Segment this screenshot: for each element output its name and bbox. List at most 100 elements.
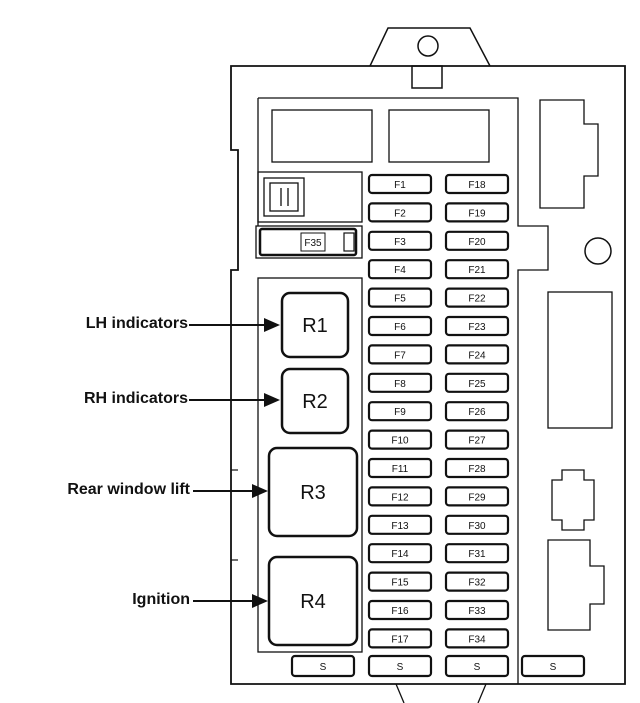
fuse-f10 <box>367 429 433 450</box>
fuse-f34 <box>444 628 510 649</box>
fuse-label: F20 <box>468 237 486 248</box>
fuse-label: F26 <box>468 407 486 418</box>
fuse-f17 <box>367 628 433 649</box>
fuse-label: F34 <box>468 634 486 645</box>
fuse-f27 <box>444 429 510 450</box>
fuse-label: F1 <box>394 180 406 191</box>
fuse-f35 <box>258 227 358 257</box>
fuse-label: F15 <box>391 578 409 589</box>
fuse-label: F8 <box>394 379 406 390</box>
fuse-label: F30 <box>468 521 486 532</box>
fuse-f32 <box>444 571 510 592</box>
relay-label: R4 <box>300 591 326 613</box>
relay-label: R2 <box>302 391 328 413</box>
fuse-f6 <box>367 315 433 337</box>
fuse-f26 <box>444 401 510 422</box>
spare-fuse <box>290 654 356 678</box>
spare-fuse-label: S <box>550 662 557 673</box>
fuse-label: F27 <box>468 436 486 447</box>
relay-panel <box>257 277 363 653</box>
fuse-f23 <box>444 315 510 337</box>
fuse-f16 <box>367 599 433 621</box>
fuse-f22 <box>444 287 510 308</box>
relay-r3 <box>267 446 359 538</box>
fuse-f21 <box>444 259 510 280</box>
upper-slot-left <box>271 109 373 163</box>
inner-panel <box>258 97 549 684</box>
spare-fuse <box>444 654 510 678</box>
fuse-label: F29 <box>468 492 486 503</box>
diode <box>269 182 299 212</box>
fuse-f11 <box>367 457 433 479</box>
fuse-f35-label: F35 <box>304 238 322 249</box>
fuse-f30 <box>444 514 510 535</box>
callout-arrows <box>189 318 280 608</box>
mounting-tab <box>369 27 491 67</box>
tab-latch <box>411 65 443 89</box>
fuse-label: F5 <box>394 294 406 305</box>
spare-fuse <box>520 654 586 678</box>
fuse-f13 <box>367 514 433 535</box>
fuse-f1 <box>367 173 433 195</box>
fuse-label: F28 <box>468 464 486 475</box>
callout-ignition: Ignition <box>132 591 190 608</box>
fuse-f14 <box>367 543 433 564</box>
fuse-f7 <box>367 344 433 365</box>
fuse-label: F23 <box>468 322 486 333</box>
fuse-f31 <box>444 543 510 564</box>
fuse-label: F21 <box>468 265 486 276</box>
spare-fuse-label: S <box>320 662 327 673</box>
mounting-hole <box>417 35 439 57</box>
fuse-label: F17 <box>391 634 409 645</box>
fuse-label: F10 <box>391 436 409 447</box>
mounting-hole-right <box>584 237 612 265</box>
connector-bottom-right <box>547 539 605 631</box>
relay-r4 <box>267 555 359 647</box>
callout-lh-indicators: LH indicators <box>85 315 188 332</box>
relay-r2 <box>280 367 350 435</box>
fuse-label: F14 <box>391 549 409 560</box>
spare-fuse-label: S <box>397 662 404 673</box>
relay-label: R3 <box>300 482 326 504</box>
fuse-label: F12 <box>391 492 409 503</box>
fuse-label: F2 <box>394 208 406 219</box>
fuse-grid: F1F2F3F4F5F6F7F8F9F10F11F12F13F14F15F16F… <box>367 173 510 649</box>
fuse-label: F6 <box>394 322 406 333</box>
fuse-f8 <box>367 372 433 393</box>
slot-right <box>547 291 613 429</box>
fuse-f15 <box>367 571 433 592</box>
fuse-label: F33 <box>468 606 486 617</box>
fuse-label: F22 <box>468 294 486 305</box>
fuse-label: F18 <box>468 180 486 191</box>
spare-fuse <box>367 654 433 678</box>
housing-outline <box>230 65 626 685</box>
fuse-label: F13 <box>391 521 409 532</box>
fuse-f4 <box>367 259 433 280</box>
fuse-label: F4 <box>394 265 406 276</box>
fuse-f29 <box>444 486 510 507</box>
fuse-label: F19 <box>468 208 486 219</box>
fuse-f24 <box>444 344 510 365</box>
connector-top-right <box>539 99 599 209</box>
fuse-label: F3 <box>394 237 406 248</box>
fuse-f5 <box>367 287 433 308</box>
diode-housing <box>257 171 363 223</box>
fuse-f33 <box>444 599 510 621</box>
fuse-label: F24 <box>468 350 486 361</box>
fuse-label: F16 <box>391 606 409 617</box>
fuse-label: F11 <box>392 464 409 475</box>
fuse-f25 <box>444 372 510 393</box>
fuse-label: F7 <box>394 350 406 361</box>
connector-mid-right <box>551 469 595 531</box>
fuse-label: F32 <box>468 578 486 589</box>
upper-slot-right <box>388 109 490 163</box>
fuse-f2 <box>367 202 433 223</box>
fuse-label: F25 <box>468 379 486 390</box>
fuse-f3 <box>367 230 433 251</box>
fuse-f19 <box>444 202 510 223</box>
fuse-f9 <box>367 401 433 422</box>
fuse-label: F9 <box>394 407 406 418</box>
